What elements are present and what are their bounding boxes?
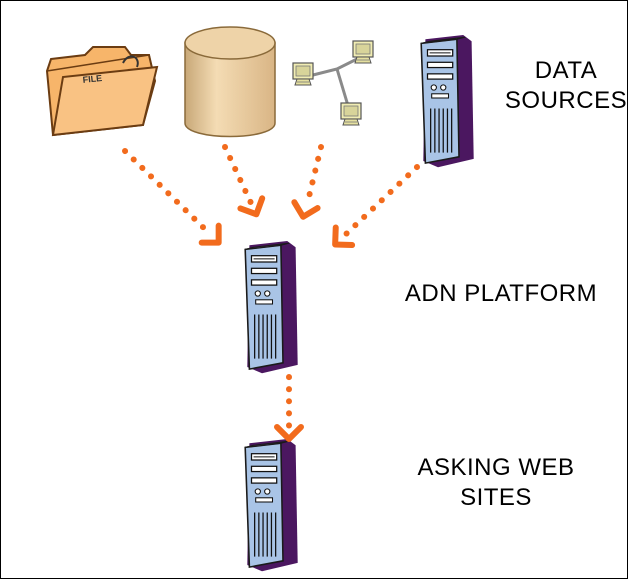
server-icon-data-source — [420, 34, 475, 169]
arrow-database-to-platform — [222, 144, 254, 206]
folder-icon: FILE — [45, 46, 159, 137]
label-asking-web-sites: ASKING WEB SITES — [396, 453, 596, 513]
arrow-network-to-platform — [304, 144, 324, 208]
label-data-sources: DATA SOURCES — [496, 56, 628, 116]
label-asking-web-sites-line1: ASKING WEB — [417, 454, 575, 481]
arrow-server-to-platform — [342, 164, 420, 238]
server-icon-asking-sites — [244, 438, 299, 573]
label-asking-web-sites-line2: SITES — [460, 484, 532, 511]
label-data-sources-line2: SOURCES — [504, 87, 628, 114]
label-adn-platform-text: ADN PLATFORM — [404, 280, 598, 307]
database-icon — [184, 26, 276, 138]
label-adn-platform: ADN PLATFORM — [371, 279, 627, 309]
arrow-folder-to-platform — [122, 148, 212, 236]
server-icon-adn-platform — [244, 240, 299, 375]
label-data-sources-line1: DATA — [534, 57, 598, 84]
network-icon — [292, 40, 374, 126]
folder-label: FILE — [82, 73, 102, 85]
